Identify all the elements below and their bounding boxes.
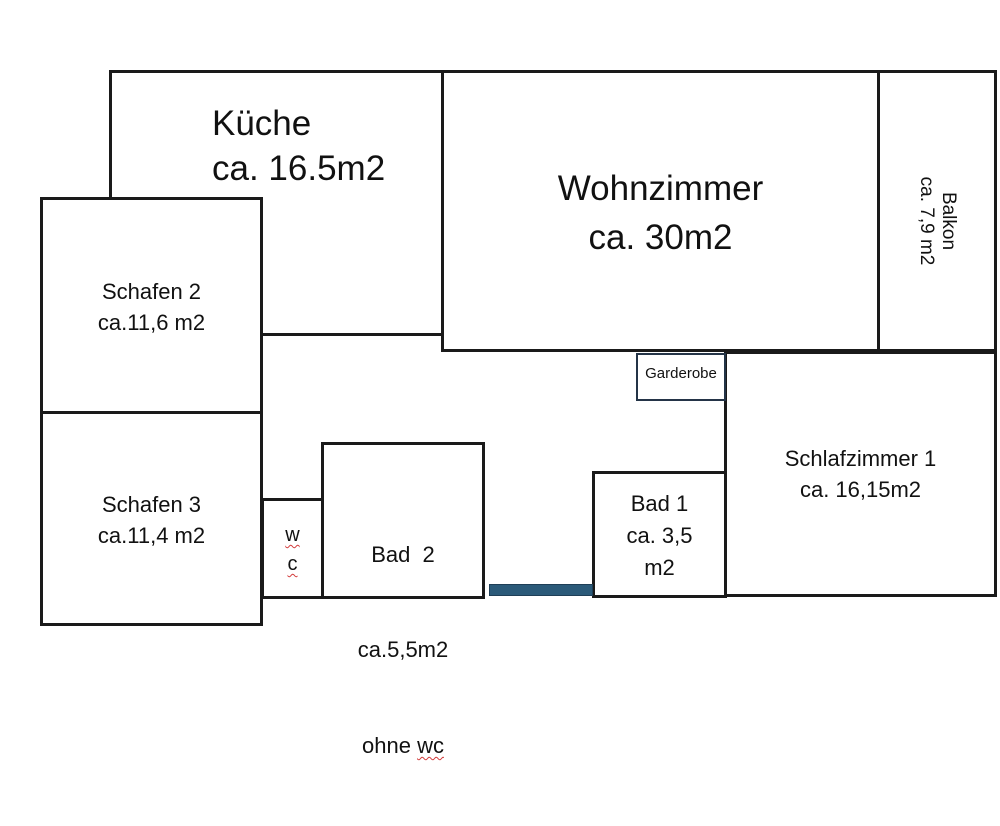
room-name: Balkon bbox=[937, 191, 959, 251]
label-wohnzimmer: Wohnzimmer ca. 30m2 bbox=[441, 164, 880, 262]
room-garderobe bbox=[636, 353, 726, 401]
room-area: ca.11,6 m2 bbox=[97, 309, 206, 335]
label-balkon: Balkon ca. 7,9 m2 bbox=[915, 177, 959, 266]
room-note-wc: wc bbox=[417, 733, 444, 759]
room-wohnzimmer bbox=[441, 70, 880, 352]
room-bad-1 bbox=[592, 471, 727, 598]
room-area: ca.11,4 m2 bbox=[97, 522, 206, 548]
label-schlafzimmer-1: Schlafzimmer 1 ca. 16,15m2 bbox=[724, 444, 997, 506]
room-area-line-2: m2 bbox=[644, 554, 675, 580]
room-bad-2 bbox=[321, 442, 485, 599]
label-schlafen-3: Schafen 3 ca.11,4 m2 bbox=[40, 490, 263, 552]
room-name: Bad 1 bbox=[630, 491, 689, 516]
label-schlafen-2: Schafen 2 ca.11,6 m2 bbox=[40, 277, 263, 339]
label-kueche: Küche ca. 16.5m2 bbox=[212, 102, 385, 192]
room-name: Wohnzimmer bbox=[557, 169, 764, 208]
room-schlafen-2 bbox=[40, 197, 263, 414]
room-name: Schlafzimmer 1 bbox=[784, 446, 937, 471]
room-schlafzimmer-1 bbox=[724, 351, 997, 597]
room-area-line-1: ca. 3,5 bbox=[626, 522, 693, 548]
room-area: ca. 7,9 m2 bbox=[916, 176, 937, 266]
label-wc: w c bbox=[261, 521, 324, 579]
room-schlafen-3 bbox=[40, 411, 263, 626]
room-name: Bad 2 bbox=[371, 541, 435, 567]
room-note-prefix: ohne bbox=[362, 733, 418, 759]
wc-line-2: c bbox=[287, 553, 298, 575]
label-bad-2: Bad 2 ca.5,5m2 ohne wc bbox=[321, 475, 485, 826]
room-name: Schafen 2 bbox=[101, 279, 202, 304]
room-name: Schafen 3 bbox=[101, 492, 202, 517]
room-area: ca. 16.5m2 bbox=[212, 148, 386, 188]
room-balkon bbox=[877, 70, 997, 352]
room-area: ca. 30m2 bbox=[588, 218, 733, 257]
room-name: Küche bbox=[212, 104, 312, 143]
room-note: ohne wc bbox=[321, 730, 485, 762]
wc-line-1: w bbox=[285, 524, 300, 546]
room-area: ca. 16,15m2 bbox=[799, 476, 922, 502]
room-area: ca.5,5m2 bbox=[357, 637, 449, 663]
label-garderobe: Garderobe bbox=[636, 365, 726, 384]
door-marker bbox=[489, 584, 593, 596]
label-bad-1: Bad 1 ca. 3,5 m2 bbox=[592, 488, 727, 584]
room-name: Garderobe bbox=[645, 365, 717, 382]
